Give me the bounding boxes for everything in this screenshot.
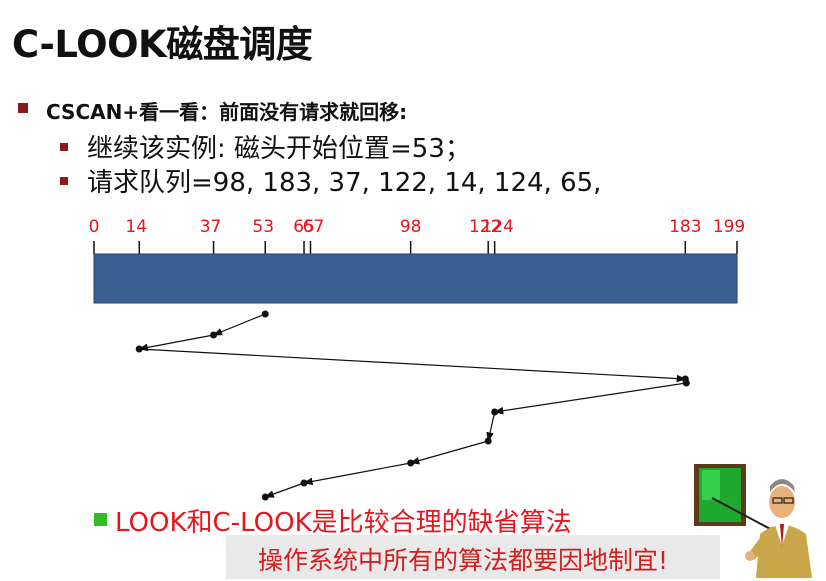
sub-bullet-text: 请求队列=98, 183, 37, 122, 14, 124, 65, xyxy=(87,168,602,198)
head-move-segment xyxy=(486,411,496,442)
main-bullet-text: CSCAN+看一看：前面没有请求就回移: xyxy=(46,100,408,124)
head-move-segment xyxy=(493,382,687,415)
request-point xyxy=(261,493,269,501)
tick-label: 124 xyxy=(481,217,513,237)
head-move-segment xyxy=(138,334,214,352)
head-movement-path xyxy=(135,310,690,501)
sub-bullet-marker xyxy=(60,143,68,151)
banner-background xyxy=(226,535,720,579)
banner-text: 操作系统中所有的算法都要因地制宜! xyxy=(258,546,669,575)
request-point xyxy=(484,437,492,445)
request-point xyxy=(261,310,269,318)
tick-label: 53 xyxy=(252,217,274,237)
tick-label: 98 xyxy=(400,217,422,237)
note-text: LOOK和C-LOOK是比较合理的缺省算法 xyxy=(115,508,572,538)
note-bullet-marker xyxy=(94,513,107,526)
tick-label: 14 xyxy=(125,217,147,237)
tick-label: 67 xyxy=(303,217,325,237)
head-move-segment xyxy=(409,440,489,465)
tick-label: 183 xyxy=(669,217,701,237)
request-point xyxy=(210,331,218,339)
sub-bullet-text: 继续该实例: 磁头开始位置=53； xyxy=(87,134,471,164)
tick-label: 122 xyxy=(469,217,501,237)
request-point xyxy=(491,408,499,416)
teacher-pointing-board-icon xyxy=(694,464,812,578)
tick-label: 65 xyxy=(293,217,315,237)
bullet-marker xyxy=(18,103,28,113)
head-move-segment xyxy=(303,462,411,486)
request-point xyxy=(682,379,690,387)
sub-bullet-marker xyxy=(60,177,68,185)
tick-label: 37 xyxy=(200,217,222,237)
head-move-segment xyxy=(212,313,266,336)
head-move-segment xyxy=(264,482,305,498)
request-point xyxy=(407,459,415,467)
page-title: C-LOOK磁盘调度 xyxy=(12,23,313,66)
tick-label: 0 xyxy=(89,217,100,237)
request-point xyxy=(135,345,143,353)
tick-label: 199 xyxy=(713,217,745,237)
request-point xyxy=(300,479,308,487)
disk-track-bar xyxy=(93,253,738,304)
head-move-segment xyxy=(139,348,687,383)
